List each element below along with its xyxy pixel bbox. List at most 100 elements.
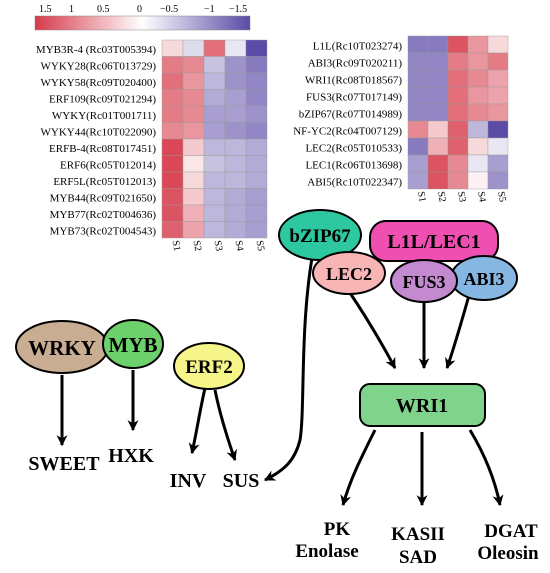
heatmap-cell [161, 204, 184, 222]
heatmap-cell [161, 171, 184, 189]
heatmap-cell [203, 72, 226, 90]
heatmap-cell [427, 154, 449, 173]
legend-tick: −0.5 [160, 4, 178, 15]
regulation-arrows [56, 257, 504, 507]
fus3-node: FUS3 [390, 259, 458, 303]
erf2-node: ERF2 [173, 342, 245, 390]
heatmap-cell [467, 52, 489, 71]
heatmap-row-label: ABI3(Rc09T020211) [308, 57, 403, 69]
arrow-bzip67-sus [264, 257, 314, 482]
arrow-abi3-wri1 [445, 291, 472, 370]
heatmap-cell [407, 171, 429, 190]
heatmap-row-label: WYKY28(Rc06T013729) [41, 60, 157, 72]
heatmap-row-label: MYB73(Rc02T004543) [50, 225, 157, 237]
heatmap-cell [203, 204, 226, 222]
heatmap-cell [245, 56, 268, 74]
heatmap-cell [447, 154, 469, 173]
heatmap-cell [224, 39, 247, 57]
heatmap-cell [487, 52, 509, 71]
heatmap-cell [203, 89, 226, 107]
myb-node: MYB [102, 319, 164, 369]
heatmap-row-label: LEC1(Rc06T013698) [305, 159, 402, 171]
heatmap-cell [182, 122, 205, 140]
heatmap-cell [467, 35, 489, 54]
heatmap-cell [203, 56, 226, 74]
heatmap-cell [245, 204, 268, 222]
heatmap-left: MYB3R-4 (Rc03T005394)WYKY28(Rc06T013729)… [36, 39, 268, 252]
heatmap-cell [487, 86, 509, 105]
heatmap-column-label: S1 [415, 191, 428, 203]
heatmap-cell [467, 137, 489, 156]
heatmap-row-label: MYB44(Rc09T021650) [50, 192, 157, 204]
heatmap-cell [467, 86, 489, 105]
heatmap-cell [407, 137, 429, 156]
heatmap-cell [182, 138, 205, 156]
lec2-node: LEC2 [312, 251, 386, 295]
heatmap-cell [407, 52, 429, 71]
heatmap-column-label: S2 [435, 191, 448, 203]
heatmap-cell [427, 86, 449, 105]
heatmap-cell [245, 155, 268, 173]
heatmap-cell [224, 72, 247, 90]
heatmap-column-label: S3 [212, 240, 225, 252]
heatmap-cell [224, 188, 247, 206]
heatmap-cell [245, 39, 268, 57]
heatmap-cell [203, 221, 226, 239]
heatmap-row-label: ERF109(Rc09T021294) [49, 93, 156, 105]
heatmap-cell [447, 171, 469, 190]
heatmap-cell [224, 204, 247, 222]
heatmap-cell [487, 171, 509, 190]
heatmap-row-label: WYKY(Rc01T001711) [52, 110, 156, 122]
wrky-label: WRKY [28, 336, 96, 360]
regulator-nodes: WRKY MYB ERF2 bZIP67 L1L/LEC1 LEC2 ABI3 [15, 209, 518, 427]
sus-label: SUS [223, 470, 260, 492]
heatmap-row-label: WYKY58(Rc09T020400) [41, 77, 157, 89]
abi3-label: ABI3 [463, 269, 504, 289]
heatmap-cell [467, 120, 489, 139]
heatmap-cell [245, 138, 268, 156]
legend-tick: 1 [69, 4, 74, 15]
wri1-node: WRI1 [359, 383, 486, 427]
heatmap-row-label: ERF6(Rc05T012014) [60, 159, 156, 171]
heatmap-cell [407, 69, 429, 88]
heatmap-cell [182, 204, 205, 222]
heatmap-cell [161, 138, 184, 156]
heatmap-cell [487, 120, 509, 139]
arrow-wri1-pk [340, 429, 377, 507]
heatmap-cell [224, 122, 247, 140]
oleosin-label: Oleosin [477, 543, 539, 564]
legend-tick: 0.5 [97, 4, 110, 15]
heatmap-row-label: LEC2(Rc05T010533) [305, 142, 402, 154]
enolase-label: Enolase [295, 541, 358, 562]
heatmap-cell [224, 89, 247, 107]
heatmap-column-label: S4 [233, 240, 246, 252]
legend-tick: 1.5 [39, 4, 52, 15]
legend-tick: 0 [137, 4, 142, 15]
heatmap-cell [467, 69, 489, 88]
heatmap-cell [245, 72, 268, 90]
dgat-label: DGAT [484, 521, 538, 542]
heatmap-cell [407, 154, 429, 173]
heatmap-cell [427, 52, 449, 71]
heatmap-row-label: bZIP67(Rc07T014989) [299, 108, 403, 120]
heatmap-cell [161, 155, 184, 173]
heatmap-cell [487, 137, 509, 156]
arrow-lec2-wri1 [346, 289, 397, 369]
heatmap-cell [467, 154, 489, 173]
heatmap-cell [161, 72, 184, 90]
inv-label: INV [170, 470, 207, 492]
heatmap-cell [161, 122, 184, 140]
heatmap-cell [447, 137, 469, 156]
heatmap-cell [182, 155, 205, 173]
legend-tick: −1 [204, 4, 215, 15]
heatmap-cell [245, 105, 268, 123]
heatmap-cell [427, 69, 449, 88]
l1l-lec1-node: L1L/LEC1 [369, 220, 499, 262]
heatmap-cell [427, 103, 449, 122]
heatmap-cell [447, 103, 469, 122]
heatmap-cell [245, 122, 268, 140]
heatmap-cell [161, 56, 184, 74]
heatmap-cell [203, 155, 226, 173]
heatmap-row-label: ABI5(Rc10T022347) [307, 176, 402, 188]
